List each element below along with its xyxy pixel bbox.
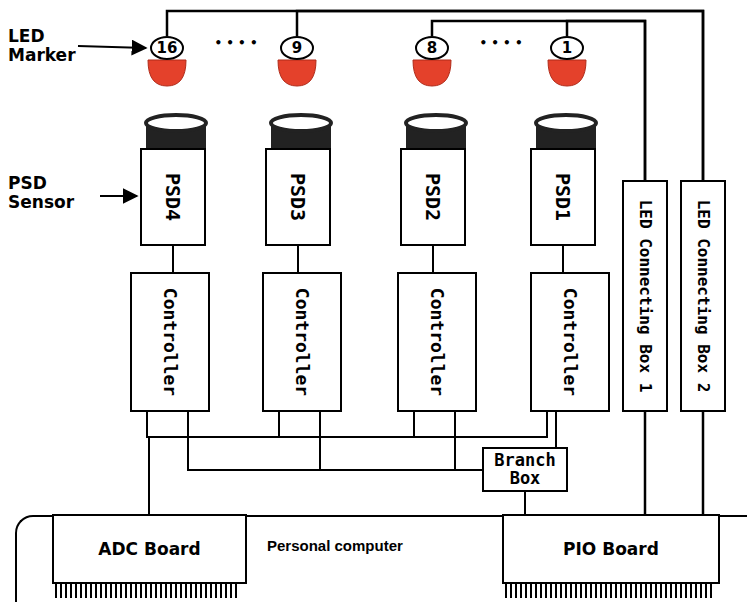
node-text: PSD4: [161, 173, 185, 221]
ellipsis: • • • •: [200, 37, 272, 50]
node-text: Controller: [292, 288, 313, 396]
signal-wire: [432, 246, 434, 272]
board-connector-pins: [55, 582, 713, 598]
node-text: PIO Board: [563, 539, 659, 559]
signal-wire: [297, 11, 703, 180]
led-marker: 1: [550, 36, 584, 60]
controller-box: Controller: [130, 272, 210, 412]
node-text: 1: [562, 39, 572, 57]
part-label: PSD Sensor: [8, 174, 98, 211]
led-connecting-box: LED Connecting Box 2: [680, 180, 726, 412]
led-connecting-box: LED Connecting Box 1: [622, 180, 668, 412]
part-label: LED Marker: [8, 27, 72, 64]
signal-wire: [297, 246, 299, 272]
signal-wire: [455, 412, 482, 470]
adc-board: ADC Board: [52, 514, 247, 584]
node-text: Controller: [160, 288, 181, 396]
node-text: Branch Box: [488, 452, 562, 488]
node-text: LED Connecting Box 2: [694, 200, 713, 393]
psd-sensor: PSD3: [265, 148, 331, 246]
signal-wire: [172, 246, 174, 272]
signal-wire: [149, 412, 279, 514]
signal-wire: [702, 412, 705, 514]
pio-board: PIO Board: [502, 514, 720, 584]
node-text: 8: [427, 39, 437, 57]
signal-wire: [644, 412, 647, 514]
sensor-cap: [146, 115, 596, 150]
led-marker: 9: [280, 36, 314, 60]
pointer-arrow: [78, 46, 146, 196]
node-text: Controller: [427, 288, 448, 396]
controller-box: Controller: [530, 272, 610, 412]
signal-wire: [320, 412, 482, 470]
node-text: PSD2: [421, 173, 445, 221]
controller-box: Controller: [397, 272, 477, 412]
psd-sensor: PSD4: [140, 148, 206, 246]
branch-box: Branch Box: [482, 447, 568, 492]
node-text: 16: [157, 39, 178, 57]
ellipsis: • • • •: [465, 37, 537, 50]
node-text: ADC Board: [98, 539, 200, 559]
signal-wire: [524, 492, 526, 514]
led-marker: 16: [150, 36, 184, 60]
signal-wire: [188, 412, 482, 470]
controller-box: Controller: [262, 272, 342, 412]
led-dome: [148, 60, 586, 86]
signal-wire: [555, 412, 557, 447]
signal-wire: [562, 246, 564, 272]
node-text: PSD3: [286, 173, 310, 221]
psd-sensor: PSD2: [400, 148, 466, 246]
node-text: PSD1: [551, 173, 575, 221]
node-text: LED Connecting Box 1: [636, 200, 655, 393]
psd-sensor: PSD1: [530, 148, 596, 246]
node-text: 9: [292, 39, 302, 57]
node-text: Controller: [560, 288, 581, 396]
led-marker: 8: [415, 36, 449, 60]
node-text: Personal computer: [267, 537, 403, 554]
personal-computer: Personal computer ADC Board PIO Board: [15, 515, 747, 602]
